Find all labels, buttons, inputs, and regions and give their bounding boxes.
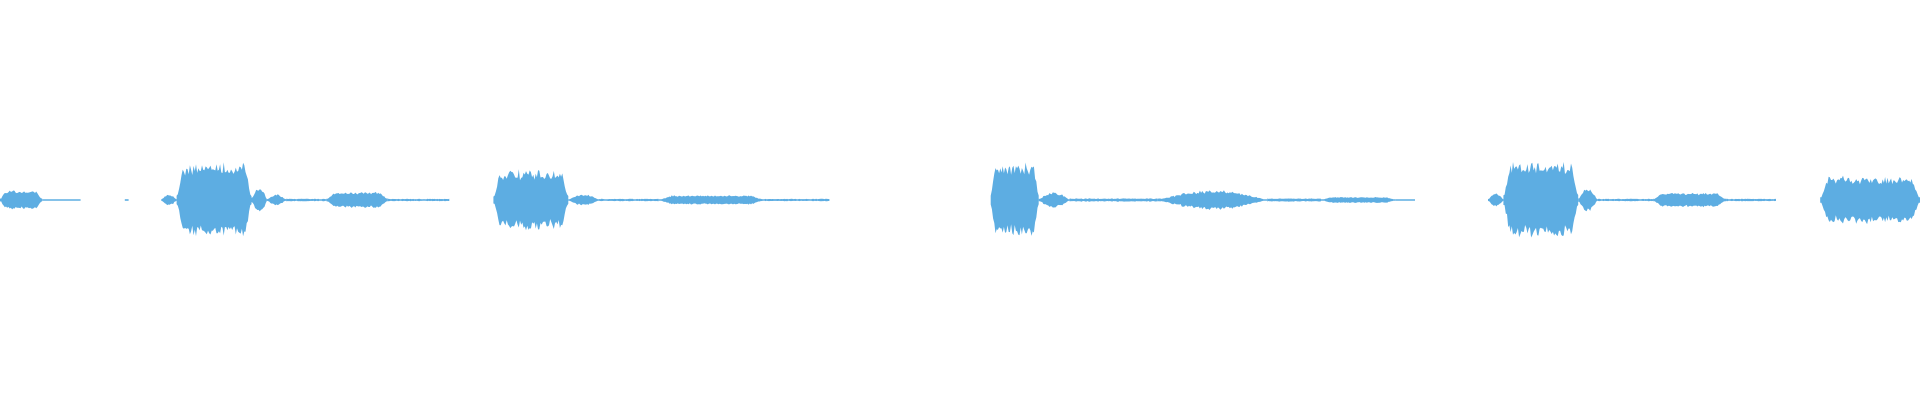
waveform-segment-21 bbox=[1395, 199, 1415, 201]
waveform-segment-13 bbox=[658, 195, 765, 205]
waveform-segment-15 bbox=[990, 162, 1039, 236]
waveform-segment-1 bbox=[42, 199, 81, 201]
waveform-segment-17 bbox=[1069, 198, 1158, 202]
waveform-segment-19 bbox=[1267, 198, 1321, 202]
waveform-segment-16 bbox=[1038, 192, 1070, 208]
waveform-segment-9 bbox=[387, 198, 450, 202]
waveform-segment-5 bbox=[251, 189, 267, 212]
waveform-segments bbox=[0, 162, 1920, 238]
waveform-segment-26 bbox=[1653, 192, 1727, 208]
waveform-segment-20 bbox=[1321, 197, 1396, 203]
waveform-segment-0 bbox=[0, 190, 43, 210]
waveform-segment-25 bbox=[1597, 198, 1654, 202]
waveform-segment-7 bbox=[286, 198, 327, 202]
waveform-segment-10 bbox=[493, 169, 569, 231]
waveform-segment-14 bbox=[764, 198, 830, 202]
waveform-segment-6 bbox=[266, 194, 287, 206]
waveform-segment-8 bbox=[326, 191, 388, 208]
waveform-segment-22 bbox=[1488, 193, 1504, 207]
waveform-segment-18 bbox=[1157, 190, 1268, 210]
waveform-segment-3 bbox=[161, 194, 177, 206]
waveform-segment-27 bbox=[1726, 198, 1776, 202]
waveform-segment-2 bbox=[124, 199, 129, 201]
waveform-segment-11 bbox=[568, 194, 599, 206]
waveform-segment-24 bbox=[1578, 189, 1598, 212]
waveform-segment-28 bbox=[1820, 175, 1920, 225]
waveform-segment-12 bbox=[599, 198, 659, 202]
waveform-segment-4 bbox=[176, 162, 252, 237]
waveform-segment-23 bbox=[1503, 162, 1579, 238]
